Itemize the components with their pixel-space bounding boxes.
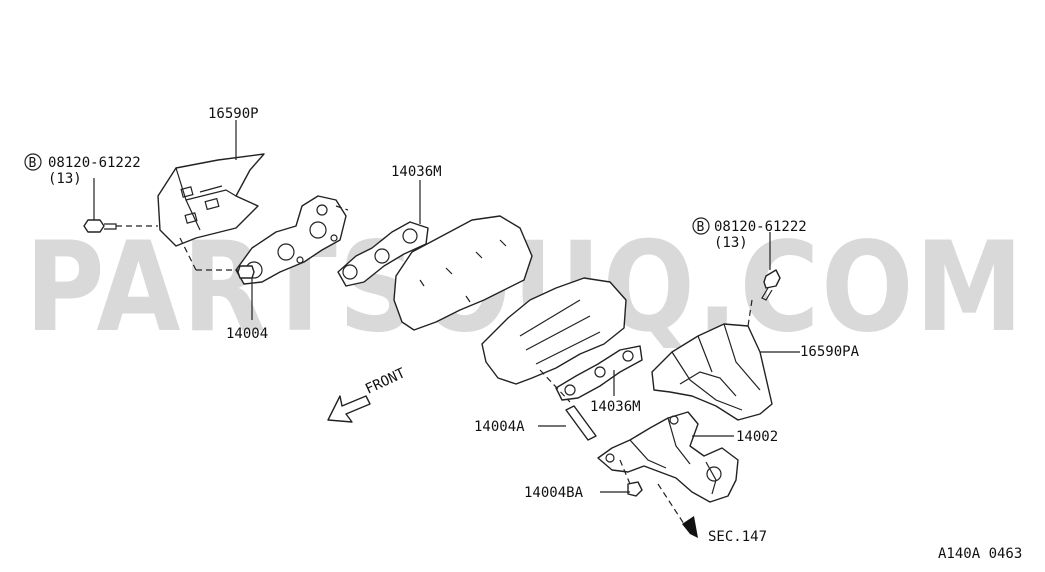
stud-left[interactable] <box>237 265 255 279</box>
label-bolt-right: 08120-61222 <box>714 219 807 235</box>
label-14004: 14004 <box>226 326 268 342</box>
label-16590P: 16590P <box>208 106 259 122</box>
svg-text:B: B <box>697 220 705 235</box>
label-sec147: SEC.147 <box>708 529 767 545</box>
cylinder-head-right <box>481 277 627 385</box>
label-14004BA: 14004BA <box>524 485 584 501</box>
assembly-line <box>619 459 631 485</box>
front-direction-arrow: FRONT <box>327 365 408 423</box>
nut-right[interactable] <box>627 481 643 497</box>
cylinder-head-left <box>393 215 533 331</box>
bolt-right[interactable] <box>761 269 781 301</box>
assembly-line <box>539 369 571 403</box>
gasket-right[interactable] <box>555 345 643 401</box>
bolt-symbol-right: B <box>692 217 710 235</box>
stud-right[interactable] <box>565 405 597 441</box>
gasket-left[interactable] <box>337 221 429 287</box>
assembly-line <box>747 299 753 327</box>
exhaust-manifold-right[interactable] <box>597 411 739 503</box>
label-14004A: 14004A <box>474 419 525 435</box>
exhaust-manifold-left[interactable] <box>235 195 347 285</box>
label-bolt-right-qty: (13) <box>714 235 748 251</box>
label-14002: 14002 <box>736 429 778 445</box>
label-bolt-left: 08120-61222 <box>48 155 141 171</box>
label-bolt-left-qty: (13) <box>48 171 82 187</box>
label-14036M-left: 14036M <box>391 164 442 180</box>
section-arrow <box>657 483 698 538</box>
heat-insulator-left[interactable] <box>157 153 265 247</box>
diagram-code: A140A 0463 <box>938 546 1022 562</box>
front-label: FRONT <box>363 365 408 398</box>
label-16590PA: 16590PA <box>800 344 860 360</box>
assembly-line <box>335 205 349 211</box>
heat-insulator-right[interactable] <box>651 323 773 421</box>
assembly-line <box>179 237 238 271</box>
label-14036M-right: 14036M <box>590 399 641 415</box>
svg-text:B: B <box>29 156 37 171</box>
bolt-left[interactable] <box>83 219 117 233</box>
bolt-symbol-left: B <box>24 153 42 171</box>
